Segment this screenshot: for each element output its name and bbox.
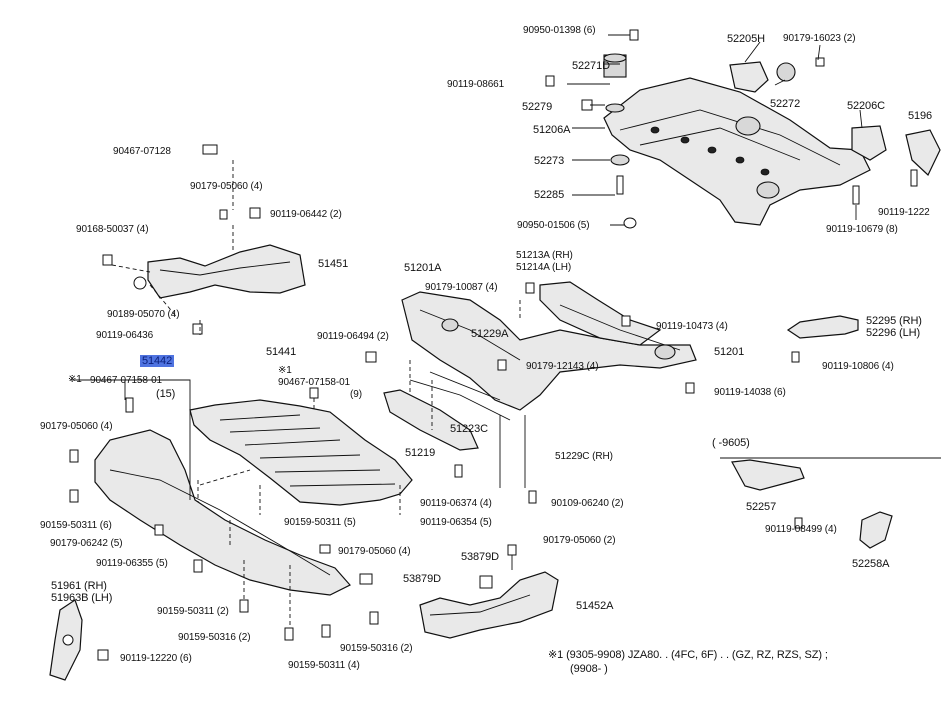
- label-90179-05060-a: 90179-05060 (4): [190, 181, 263, 192]
- label-51223C: 51223C: [450, 423, 488, 435]
- label-90119-12220: 90119-12220 (6): [120, 653, 192, 664]
- label-5196: 5196: [908, 110, 933, 122]
- label-90467-07158-a: 90467-07158-01: [90, 375, 162, 386]
- label-90119-06354: 90119-06354 (5): [420, 517, 492, 528]
- footnote-line-2: (9908- ): [570, 663, 608, 675]
- label-90119-10679: 90119-10679 (8): [826, 224, 898, 235]
- label-90119-08499: 90119-08499 (4): [765, 524, 837, 535]
- label-90950-01506: 90950-01506 (5): [517, 220, 590, 231]
- under-cover-51442: [69, 379, 379, 641]
- label-90119-06374: 90119-06374 (4): [420, 498, 492, 509]
- under-cover-51451: [102, 144, 306, 335]
- label-90168-50037: 90168-50037 (4): [76, 224, 149, 235]
- label-52271D: 52271D: [572, 60, 610, 72]
- rear-crossmember-assembly: [545, 29, 941, 229]
- label-90119-10473: 90119-10473 (4): [656, 321, 728, 332]
- label-90119-14038: 90119-14038 (6): [714, 387, 786, 398]
- label-90467-07158-b: 90467-07158-01: [278, 377, 350, 388]
- label-52257: 52257: [746, 501, 777, 513]
- label-90109-06240: 90109-06240 (2): [551, 498, 624, 509]
- label-90179-16023: 90179-16023 (2): [783, 33, 856, 44]
- label-52272: 52272: [770, 98, 801, 110]
- label-52279: 52279: [522, 101, 553, 113]
- label-52296: 52296 (LH): [866, 327, 921, 339]
- label-51214A: 51214A (LH): [516, 262, 572, 273]
- label-90119-1222: 90119-1222: [878, 207, 930, 218]
- qty-15: (15): [156, 388, 176, 400]
- label-52285: 52285: [534, 189, 565, 201]
- label-51229C: 51229C (RH): [555, 451, 613, 462]
- label-90119-06436: 90119-06436: [96, 330, 154, 341]
- rear-links: [720, 315, 941, 549]
- label-90159-50311-c: 90159-50311 (2): [157, 606, 229, 617]
- label-9605-range: ( -9605): [712, 437, 750, 449]
- note-mark-a: ※1: [68, 374, 82, 385]
- label-90119-06494: 90119-06494 (2): [317, 331, 389, 342]
- label-90159-50311-b: 90159-50311 (5): [284, 517, 356, 528]
- label-51441: 51441: [266, 346, 297, 358]
- label-90119-08661: 90119-08661: [447, 79, 505, 90]
- under-cover-51441: [189, 387, 413, 515]
- label-52273: 52273: [534, 155, 565, 167]
- label-90950-01398: 90950-01398 (6): [523, 25, 596, 36]
- front-crossmember: [365, 281, 697, 504]
- label-90179-12143: 90179-12143 (4): [526, 361, 599, 372]
- label-53879D-b: 53879D: [403, 573, 441, 585]
- label-51961: 51961 (RH): [51, 580, 107, 592]
- label-90189-05070: 90189-05070 (4): [107, 309, 180, 320]
- bracket-51961: [49, 599, 109, 681]
- label-52205H: 52205H: [727, 33, 765, 45]
- label-90179-05060-b: 90179-05060 (4): [40, 421, 113, 432]
- note-mark-b: ※1: [278, 365, 292, 376]
- label-51963B: 51963B (LH): [51, 592, 113, 604]
- label-51201: 51201: [714, 346, 745, 358]
- label-90159-50316-a: 90159-50316 (2): [178, 632, 251, 643]
- label-90159-50316-b: 90159-50316 (2): [340, 643, 413, 654]
- label-51206A: 51206A: [533, 124, 571, 136]
- label-90467-07128: 90467-07128: [113, 146, 171, 157]
- qty-9: (9): [350, 389, 362, 400]
- label-53879D-a: 53879D: [461, 551, 499, 563]
- label-51229A: 51229A: [471, 328, 509, 340]
- label-90159-50311-d: 90159-50311 (4): [288, 660, 360, 671]
- label-52258A: 52258A: [852, 558, 890, 570]
- label-90179-10087: 90179-10087 (4): [425, 282, 498, 293]
- label-52206C: 52206C: [847, 100, 885, 112]
- label-51442-highlighted: 51442: [140, 355, 175, 367]
- label-51451: 51451: [318, 258, 349, 270]
- label-90179-05060-d: 90179-05060 (2): [543, 535, 616, 546]
- label-51201A: 51201A: [404, 262, 442, 274]
- label-90179-06242: 90179-06242 (5): [50, 538, 123, 549]
- label-90119-06355: 90119-06355 (5): [96, 558, 168, 569]
- label-51219: 51219: [405, 447, 436, 459]
- label-90179-05060-c: 90179-05060 (4): [338, 546, 411, 557]
- label-51452A: 51452A: [576, 600, 614, 612]
- cover-51452A: [419, 544, 559, 639]
- label-51213A: 51213A (RH): [516, 250, 573, 261]
- footnote-line-1: ※1 (9305-9908) JZA80. . (4FC, 6F) . . (G…: [548, 649, 828, 661]
- label-90159-50311-a: 90159-50311 (6): [40, 520, 112, 531]
- label-52295: 52295 (RH): [866, 315, 922, 327]
- label-90119-06442: 90119-06442 (2): [270, 209, 342, 220]
- label-90119-10806: 90119-10806 (4): [822, 361, 894, 372]
